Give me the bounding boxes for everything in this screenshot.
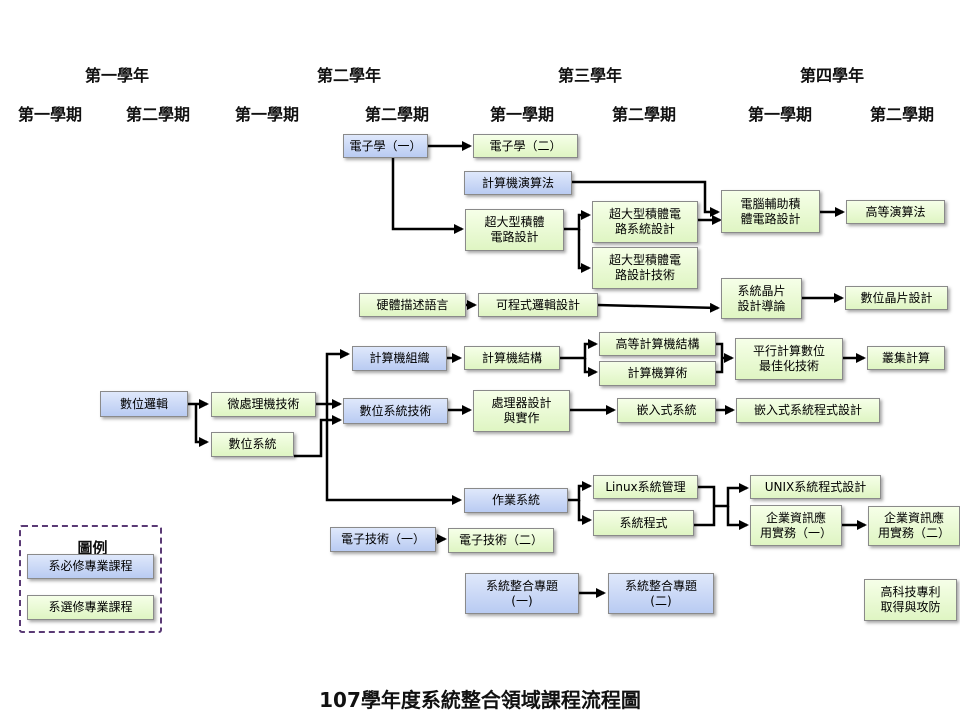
course-soc: 系統晶片 設計導論 [721, 278, 802, 319]
course-proj1: 系統整合專題 (一) [465, 573, 579, 614]
course-comp-arch: 計算機結構 [464, 346, 560, 370]
course-comp-org: 計算機組織 [352, 346, 447, 371]
course-parallel: 平行計算數位 最佳化技術 [735, 338, 843, 380]
semester-header-4: 第二學期 [364, 105, 429, 124]
course-algo: 計算機演算法 [464, 171, 572, 195]
course-dsys-tech: 數位系統技術 [343, 398, 448, 424]
course-os: 作業系統 [464, 488, 568, 513]
course-adv-arch: 高等計算機結構 [599, 332, 716, 356]
course-ee2: 電子學（二） [473, 134, 578, 158]
year-header-4: 第四學年 [799, 66, 864, 85]
course-adv-algo: 高等演算法 [846, 200, 945, 224]
legend-elective: 系選修專業課程 [27, 595, 154, 620]
course-erp1: 企業資訊應 用實務（一） [750, 505, 842, 546]
course-digital-logic: 數位邏輯 [100, 391, 188, 417]
arrow-join-parallel [716, 342, 732, 374]
semester-header-2: 第二學期 [125, 105, 190, 124]
semester-header-5: 第一學期 [489, 105, 554, 124]
semester-header-1: 第一學期 [17, 105, 82, 124]
course-hdl: 硬體描述語言 [359, 293, 466, 317]
course-cad: 電腦輔助積 體電路設計 [721, 190, 820, 233]
course-cluster: 叢集計算 [867, 346, 945, 370]
course-arith: 計算機算術 [599, 361, 716, 386]
legend: 圖例 [19, 525, 162, 633]
arrow-join-unix [694, 487, 747, 527]
semester-header-3: 第一學期 [234, 105, 299, 124]
arrow-join-erp1 [726, 506, 749, 530]
arrow-prog-soc [597, 302, 720, 313]
course-et2: 電子技術（二） [448, 528, 554, 553]
course-vlsi: 超大型積體 電路設計 [465, 209, 564, 251]
semester-header-8: 第二學期 [869, 105, 934, 124]
arrow-dsys-dtech [294, 415, 342, 458]
course-proc-design: 處理器設計 與實作 [473, 390, 570, 432]
year-header-3: 第三學年 [557, 66, 622, 85]
year-header-1: 第一學年 [84, 66, 149, 85]
course-proj2: 系統整合專題 (二) [608, 573, 714, 614]
course-embedded: 嵌入式系統 [617, 398, 716, 423]
arrow-os-sysprog [577, 500, 592, 525]
course-dsys: 數位系統 [211, 432, 294, 457]
course-micro: 微處理機技術 [211, 392, 316, 417]
course-prog-logic: 可程式邏輯設計 [478, 293, 598, 317]
arrow-micro-org [316, 349, 350, 406]
arrow-vlsi-branch [564, 210, 591, 231]
course-linux: Linux系統管理 [593, 475, 698, 499]
arrow-arch-branch [560, 339, 598, 360]
course-patent: 高科技專利 取得與攻防 [864, 579, 957, 621]
arrow-os-linux [568, 481, 592, 502]
course-vlsi-sys: 超大型積體電 路系統設計 [592, 201, 698, 243]
course-et1: 電子技術（一） [330, 527, 436, 552]
course-embedded-prog: 嵌入式系統程式設計 [736, 398, 880, 423]
semester-header-6: 第二學期 [611, 105, 676, 124]
arrow-algo-cad [572, 180, 720, 217]
legend-required: 系必修專業課程 [27, 554, 154, 579]
arrow-logic-dsys [194, 404, 209, 447]
diagram-title: 107學年度系統整合領域課程流程圖 [319, 688, 641, 712]
course-unix: UNIX系統程式設計 [750, 475, 881, 499]
course-ee1: 電子學（一） [343, 134, 428, 158]
course-sysprog: 系統程式 [593, 510, 694, 536]
course-erp2: 企業資訊應 用實務（二） [868, 506, 960, 546]
course-vlsi-tech: 超大型積體電 路設計技術 [592, 247, 698, 289]
arrow-ee1-vlsi [391, 158, 464, 234]
legend-title: 圖例 [77, 539, 108, 557]
arrow-vlsi-tech [577, 229, 591, 273]
semester-header-7: 第一學期 [747, 105, 812, 124]
arrow-micro-os [325, 404, 462, 505]
course-digital-chip: 數位晶片設計 [845, 286, 948, 310]
year-header-2: 第二學年 [316, 66, 381, 85]
arrow-arch-arith [583, 358, 598, 377]
